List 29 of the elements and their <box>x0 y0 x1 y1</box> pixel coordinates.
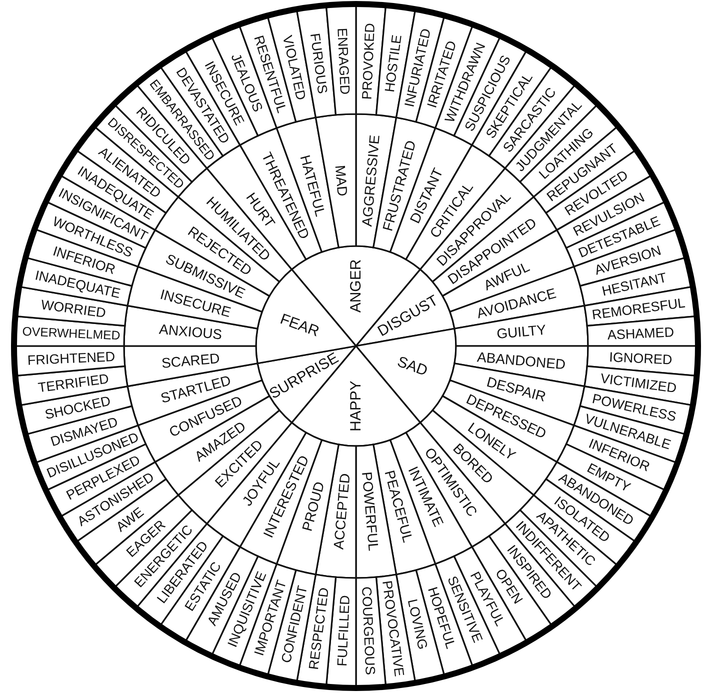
emotion-word: ABANDONED <box>476 348 566 372</box>
emotion-word: ASHAMED <box>607 324 674 343</box>
emotion-word: VICTIMIZED <box>600 370 678 396</box>
emotion-word: HAPPY <box>348 380 364 432</box>
emotion-word: MAD <box>332 164 351 197</box>
emotion-word: OVERWHELMED <box>22 324 121 343</box>
emotion-word: SAD <box>394 353 430 380</box>
emotion-word: GUILTY <box>496 321 547 342</box>
emotion-word: AGGRESSIVE <box>358 134 382 228</box>
emotion-word: ENRAGED <box>334 28 353 95</box>
emotion-word: FULFILLED <box>334 594 353 667</box>
emotion-word: POWERFUL <box>359 471 382 552</box>
emotion-word: PROVOKED <box>359 22 378 100</box>
emotion-word: REMORESFUL <box>591 295 686 322</box>
emotion-word: FRIGHTENED <box>27 349 116 368</box>
emotion-word: ANGER <box>348 259 364 313</box>
emotion-word: COURGEOUS <box>359 586 378 676</box>
emotion-word: RESPECTED <box>306 586 332 670</box>
emotion-word: PROVOCATIVE <box>379 580 407 678</box>
emotion-word: IGNORED <box>608 350 673 368</box>
emotion-word: WORRIED <box>40 297 107 320</box>
emotion-word: ACCEPTED <box>330 472 353 550</box>
emotion-word: LOVING <box>404 598 431 651</box>
emotion-word: TERRIFIED <box>37 371 110 396</box>
emotion-word: ANXIOUS <box>158 320 223 342</box>
emotion-word: FEAR <box>278 310 322 340</box>
emotion-word: HOSTILE <box>382 34 404 94</box>
emotion-word: FURIOUS <box>307 32 330 95</box>
emotion-word: SCARED <box>160 350 220 371</box>
